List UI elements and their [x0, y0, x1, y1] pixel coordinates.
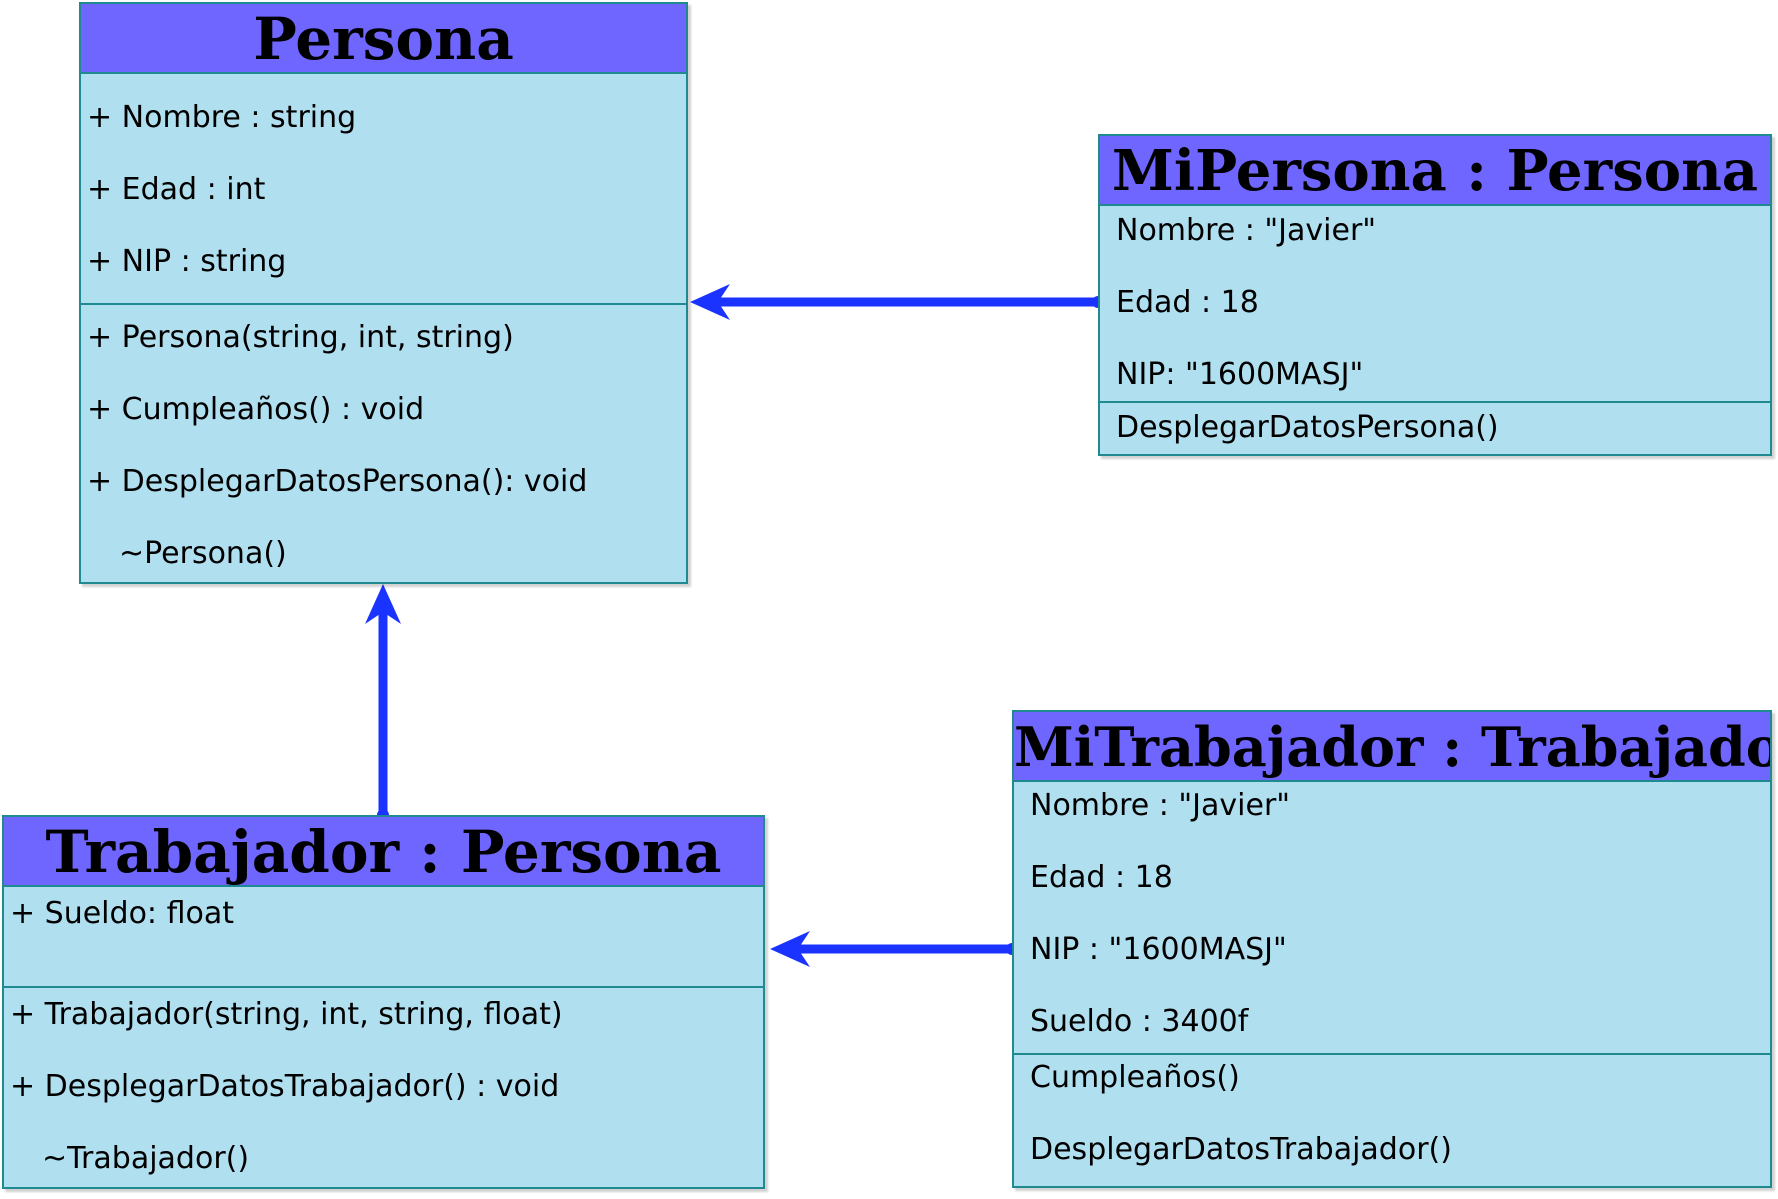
- method: ~Trabajador(): [42, 1141, 250, 1176]
- class-trabajador[interactable]: Trabajador : Persona + Sueldo: float + T…: [2, 815, 765, 1189]
- attribute: NIP: "1600MASJ": [1116, 357, 1364, 392]
- method: + DesplegarDatosTrabajador() : void: [10, 1069, 560, 1104]
- class-persona[interactable]: Persona + Nombre : string + Edad : int +…: [79, 2, 688, 584]
- attribute: Sueldo : 3400f: [1030, 1004, 1249, 1039]
- attribute: Edad : 18: [1030, 860, 1173, 895]
- compartment-divider: [4, 986, 763, 988]
- attribute: Nombre : "Javier": [1116, 213, 1377, 248]
- attribute: NIP : "1600MASJ": [1030, 932, 1287, 967]
- object-mipersona[interactable]: MiPersona : Persona Nombre : "Javier" Ed…: [1098, 134, 1772, 456]
- class-title: Trabajador : Persona: [4, 817, 763, 887]
- compartment-divider: [81, 303, 686, 305]
- method: + Persona(string, int, string): [87, 320, 514, 355]
- arrow-mipersona-to-persona: [690, 284, 1104, 320]
- class-title: Persona: [81, 4, 686, 74]
- method: Cumpleaños(): [1030, 1060, 1240, 1095]
- arrow-trabajador-to-persona: [365, 584, 401, 821]
- object-title: MiTrabajador : Trabajador: [1014, 712, 1770, 782]
- method: + Trabajador(string, int, string, float): [10, 997, 563, 1032]
- compartment-divider: [1014, 1053, 1770, 1055]
- arrow-mitrabajador-to-trabajador: [770, 931, 1018, 967]
- method: + Cumpleaños() : void: [87, 392, 425, 427]
- attribute: + Edad : int: [87, 172, 266, 207]
- attribute: + Sueldo: float: [10, 896, 234, 931]
- method: ~Persona(): [119, 536, 287, 571]
- attribute: + NIP : string: [87, 244, 287, 279]
- attribute: + Nombre : string: [87, 100, 357, 135]
- object-title: MiPersona : Persona: [1100, 136, 1770, 206]
- compartment-divider: [1100, 401, 1770, 403]
- attribute: Nombre : "Javier": [1030, 788, 1291, 823]
- method: DesplegarDatosPersona(): [1116, 410, 1499, 445]
- attribute: Edad : 18: [1116, 285, 1259, 320]
- method: + DesplegarDatosPersona(): void: [87, 464, 588, 499]
- method: DesplegarDatosTrabajador(): [1030, 1132, 1452, 1167]
- object-mitrabajador[interactable]: MiTrabajador : Trabajador Nombre : "Javi…: [1012, 710, 1772, 1188]
